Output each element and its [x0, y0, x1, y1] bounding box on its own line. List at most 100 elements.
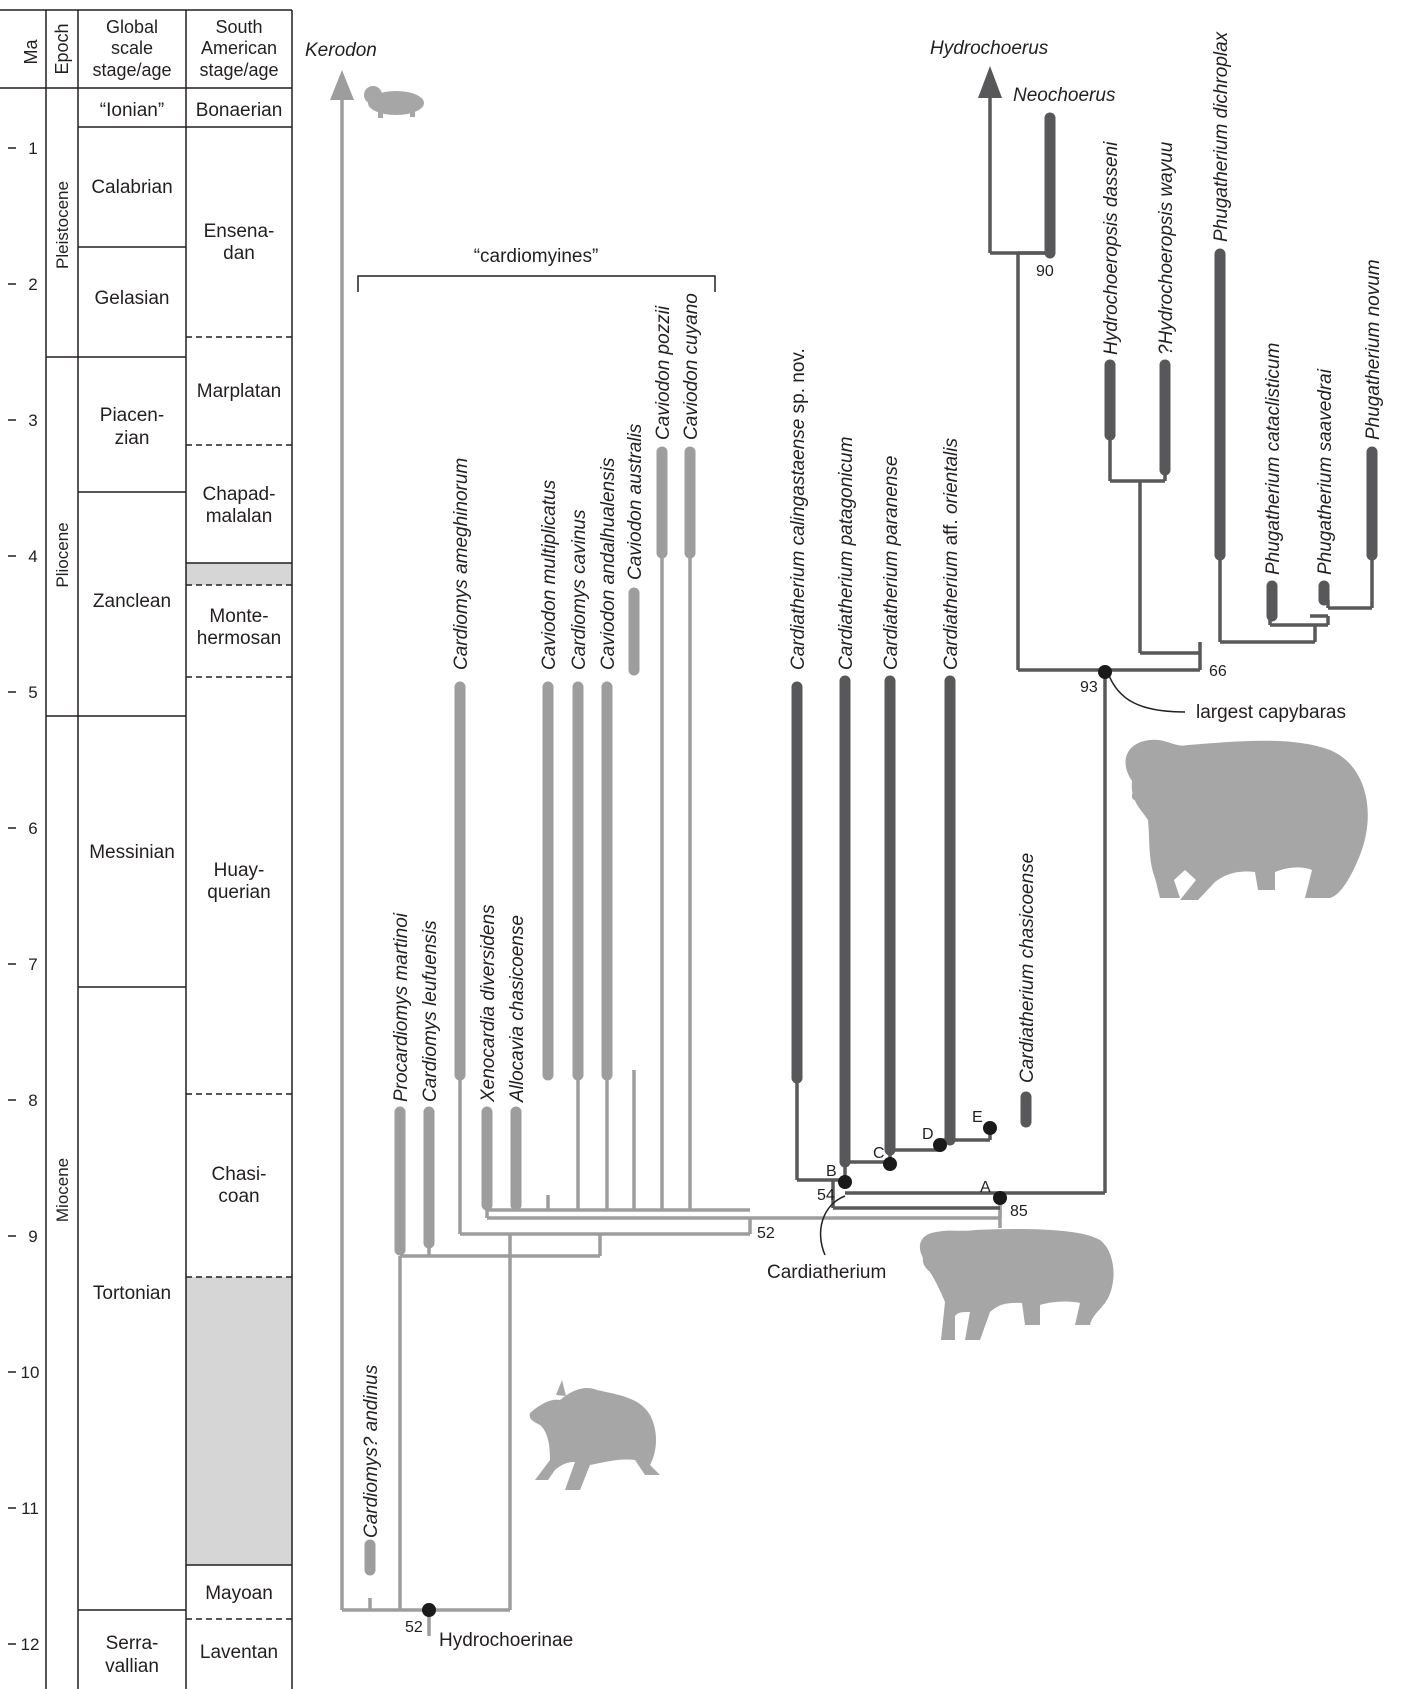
- sa-huayquerian-2: querian: [207, 882, 270, 903]
- sa-chasicoan-1: Chasi-: [212, 1164, 267, 1185]
- taxon-cd-patagonicum: Cardiatherium patagonicum: [836, 437, 857, 670]
- ma-6: 6: [28, 819, 37, 838]
- taxon-c-ameghinorum: Cardiomys ameghinorum: [451, 458, 472, 670]
- support-b: 54: [817, 1187, 835, 1204]
- taxon-cd-calingastaense-rest: sp. nov.: [788, 348, 809, 418]
- sa-mayoan: Mayoan: [205, 1583, 273, 1604]
- label-cardiatherium-clade: Cardiatherium: [767, 1262, 886, 1283]
- stage-piacenzian-1: Piacen-: [100, 405, 164, 426]
- taxon-ph-dichroplax: Phugatherium dichroplax: [1211, 30, 1232, 242]
- shaded-interval-1: [186, 563, 292, 585]
- node-a: [993, 1191, 1007, 1205]
- support-neochoerus: 90: [1036, 263, 1054, 280]
- taxon-ph-novum: Phugatherium novum: [1363, 259, 1384, 440]
- capybara-large-silhouette: [1126, 740, 1368, 900]
- support-phugatherium: 66: [1209, 663, 1227, 680]
- label-kerodon: Kerodon: [305, 40, 377, 61]
- largest-capybaras-leader: [1108, 673, 1185, 712]
- sa-montehermosan-1: Monte-: [209, 606, 268, 627]
- header-ma: Ma: [21, 39, 41, 65]
- support-a: 85: [1010, 1203, 1028, 1220]
- taxon-a-chasicoense: Allocavia chasicoense: [507, 915, 528, 1103]
- ma-9: 9: [28, 1227, 37, 1246]
- cardiomyines-bracket: [358, 276, 715, 292]
- taxon-p-martinoi: Procardiomys martinoi: [391, 912, 412, 1102]
- stage-calabrian: Calabrian: [91, 177, 172, 198]
- node-letter-c: C: [873, 1145, 885, 1162]
- capybara-medium-silhouette: [920, 1229, 1114, 1340]
- epoch-pleistocene: Pleistocene: [53, 181, 72, 269]
- ma-3: 3: [28, 411, 37, 430]
- taxon-cd-calingastaense: Cardiatherium calingastaense sp. nov.: [788, 348, 809, 670]
- node-letter-e: E: [972, 1109, 983, 1126]
- taxon-cv-multiplicatus: Caviodon multiplicatus: [539, 479, 560, 670]
- taxon-cd-orientalis-genus: Cardiatherium: [941, 551, 962, 670]
- taxon-cd-orientalis-sp: orientalis: [941, 438, 962, 515]
- support-cardiomyine: 52: [757, 1225, 775, 1242]
- node-letter-b: B: [826, 1163, 837, 1180]
- sa-chapadmalalan-2: malalan: [206, 506, 273, 527]
- sa-bonaerian: Bonaerian: [196, 100, 283, 121]
- node-letter-a: A: [980, 1179, 991, 1196]
- taxon-cv-pozzii: Caviodon pozzii: [653, 305, 674, 440]
- stage-messinian: Messinian: [89, 842, 175, 863]
- taxon-x-diversidens: Xenocardia diversidens: [478, 904, 499, 1103]
- node-root: [422, 1603, 436, 1617]
- shaded-interval-2: [186, 1277, 292, 1565]
- stage-piacenzian-2: zian: [115, 428, 150, 449]
- ma-labels: 1 2 3 4 5 6 7 8 9 10 11 12: [21, 139, 40, 1654]
- kerodon-silhouette: [364, 86, 424, 118]
- stage-tortonian: Tortonian: [93, 1283, 171, 1304]
- header-epoch: Epoch: [52, 23, 72, 74]
- node-b: [838, 1175, 852, 1189]
- ma-2: 2: [28, 275, 37, 294]
- taxon-h-dasseni: Hydrochoeropsis dasseni: [1101, 141, 1122, 355]
- support-largest: 93: [1080, 679, 1098, 696]
- label-hydrochoerinae: Hydrochoerinae: [439, 1630, 573, 1651]
- node-largest: [1098, 665, 1112, 679]
- light-taxon-bars: [370, 452, 690, 1570]
- sa-chasicoan-2: coan: [218, 1186, 259, 1207]
- node-letter-d: D: [922, 1126, 934, 1143]
- ma-8: 8: [28, 1091, 37, 1110]
- sa-chapadmalalan-1: Chapad-: [203, 484, 276, 505]
- label-neochoerus: Neochoerus: [1013, 85, 1116, 106]
- ma-ticks: [8, 148, 16, 1644]
- epoch-miocene: Miocene: [53, 1158, 72, 1222]
- sa-montehermosan-2: hermosan: [197, 628, 282, 649]
- taxon-cv-andalhualensis: Caviodon andalhualensis: [598, 457, 619, 670]
- header-global-2: scale: [111, 38, 153, 58]
- sa-huayquerian-1: Huay-: [214, 860, 265, 881]
- taxon-c-leufuensis: Cardiomys leufuensis: [420, 920, 441, 1102]
- taxon-cd-orientalis: Cardiatherium aff. orientalis: [941, 438, 962, 670]
- stage-zanclean: Zanclean: [93, 591, 171, 612]
- taxon-c-andinus: Cardiomys? andinus: [361, 1364, 382, 1538]
- label-hydrochoerus: Hydrochoerus: [930, 38, 1049, 59]
- stage-serravallian-2: vallian: [105, 1656, 159, 1677]
- taxon-cd-chasicoense: Cardiatherium chasicoense: [1017, 853, 1038, 1083]
- stage-gelasian: Gelasian: [95, 288, 170, 309]
- label-largest-capybaras: largest capybaras: [1196, 702, 1346, 723]
- ma-11: 11: [21, 1499, 39, 1518]
- header-sa-3: stage/age: [199, 60, 278, 80]
- taxon-ph-saavedrai: Phugatherium saavedrai: [1315, 368, 1336, 575]
- support-root: 52: [405, 1619, 423, 1636]
- label-cardiomyines: “cardiomyines”: [474, 246, 599, 267]
- ma-5: 5: [28, 683, 37, 702]
- ma-7: 7: [28, 955, 37, 974]
- epoch-pliocene: Pliocene: [53, 522, 72, 587]
- taxon-ph-cataclisticum: Phugatherium cataclisticum: [1263, 343, 1284, 575]
- taxon-cv-cuyano: Caviodon cuyano: [681, 293, 702, 440]
- header-sa-2: American: [201, 38, 277, 58]
- sa-laventan: Laventan: [200, 1642, 278, 1663]
- taxon-h-wayuu: ?Hydrochoeropsis wayuu: [1156, 141, 1177, 355]
- ma-4: 4: [28, 547, 37, 566]
- node-e: [983, 1121, 997, 1135]
- header-global-3: stage/age: [92, 60, 171, 80]
- sa-ensenadan-2: dan: [223, 243, 255, 264]
- header-global-1: Global: [106, 17, 158, 37]
- stage-serravallian-1: Serra-: [106, 1633, 159, 1654]
- cardiomyine-silhouette: [530, 1380, 660, 1490]
- stage-ionian: “Ionian”: [100, 100, 164, 121]
